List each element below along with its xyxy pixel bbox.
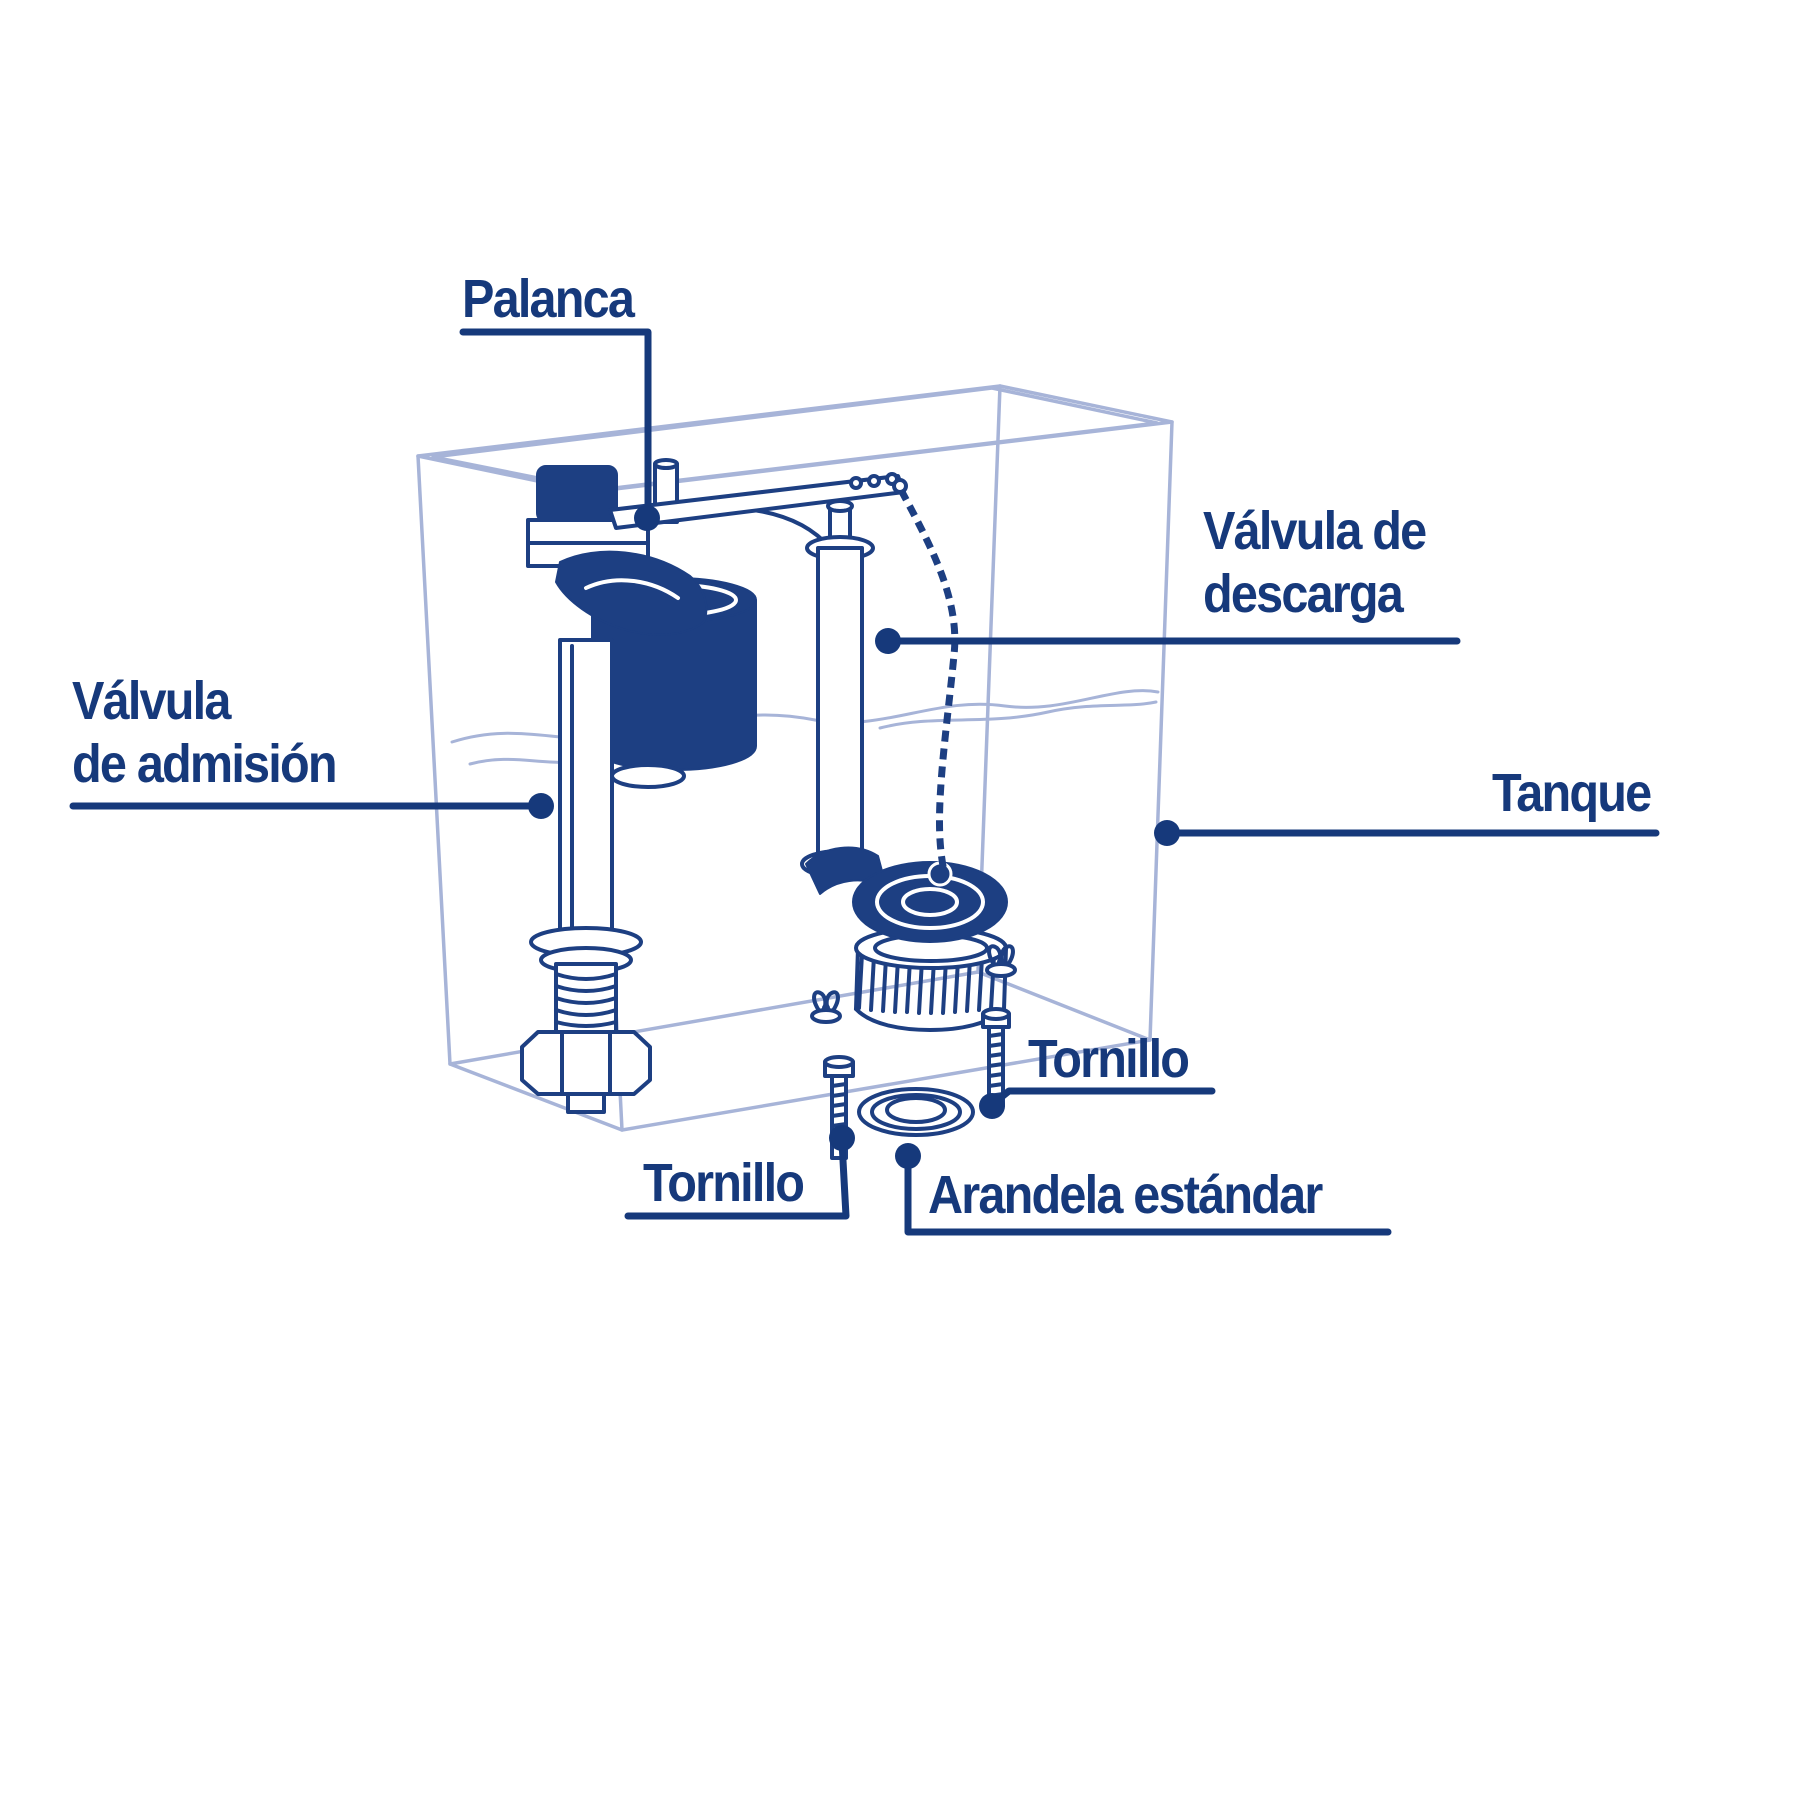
flapper [805,846,1008,943]
fill-valve [520,458,906,1114]
label-arandela: Arandela estándar [928,1164,1323,1227]
label-valvula-admision: Válvula de admisión [72,670,338,796]
leader-dot-tanque [1154,820,1180,846]
standard-washer [857,1087,975,1137]
label-tanque-text: Tanque [1492,763,1652,823]
tank-bolt-right [981,1007,1011,1108]
fill-valve-shank [520,926,652,1114]
lift-chain [892,478,959,873]
label-valvula-descarga-line2: descarga [1203,564,1404,624]
label-tornillo-right-text: Tornillo [1028,1029,1190,1089]
leader-dot-tornillo-left [829,1125,855,1151]
label-palanca: Palanca [462,268,635,331]
label-tanque: Tanque [1492,762,1652,825]
label-arandela-text: Arandela estándar [928,1165,1323,1225]
leader-dot-valvula-admision [528,793,554,819]
label-tornillo-left-text: Tornillo [643,1153,805,1213]
leader-tornillo-right [979,1087,1216,1119]
fill-valve-tube [558,638,614,940]
leader-palanca [459,328,660,531]
label-valvula-admision-line2: de admisión [72,734,338,794]
wing-screw-right [985,944,1017,978]
leader-dot-tornillo-right [979,1093,1005,1119]
water-line [450,689,1160,766]
leader-tornillo-left [624,1125,855,1220]
label-valvula-admision-line1: Válvula [72,671,231,731]
wing-screw-left [810,990,842,1024]
leader-dot-palanca [634,505,660,531]
leader-valvula-descarga [875,628,1461,654]
label-valvula-descarga: Válvula de descarga [1203,500,1427,626]
label-tornillo-right: Tornillo [1028,1028,1190,1091]
flush-valve [800,478,1008,1033]
label-valvula-descarga-line1: Válvula de [1203,501,1427,561]
leader-dot-valvula-descarga [875,628,901,654]
overflow-tube [800,499,880,879]
leader-dot-arandela [895,1143,921,1169]
leader-arandela [895,1143,1392,1236]
leader-tanque [1154,820,1660,846]
fill-valve-head [526,458,832,636]
label-tornillo-left: Tornillo [643,1152,805,1215]
leader-valvula-admision [69,793,554,819]
label-palanca-text: Palanca [462,269,635,329]
